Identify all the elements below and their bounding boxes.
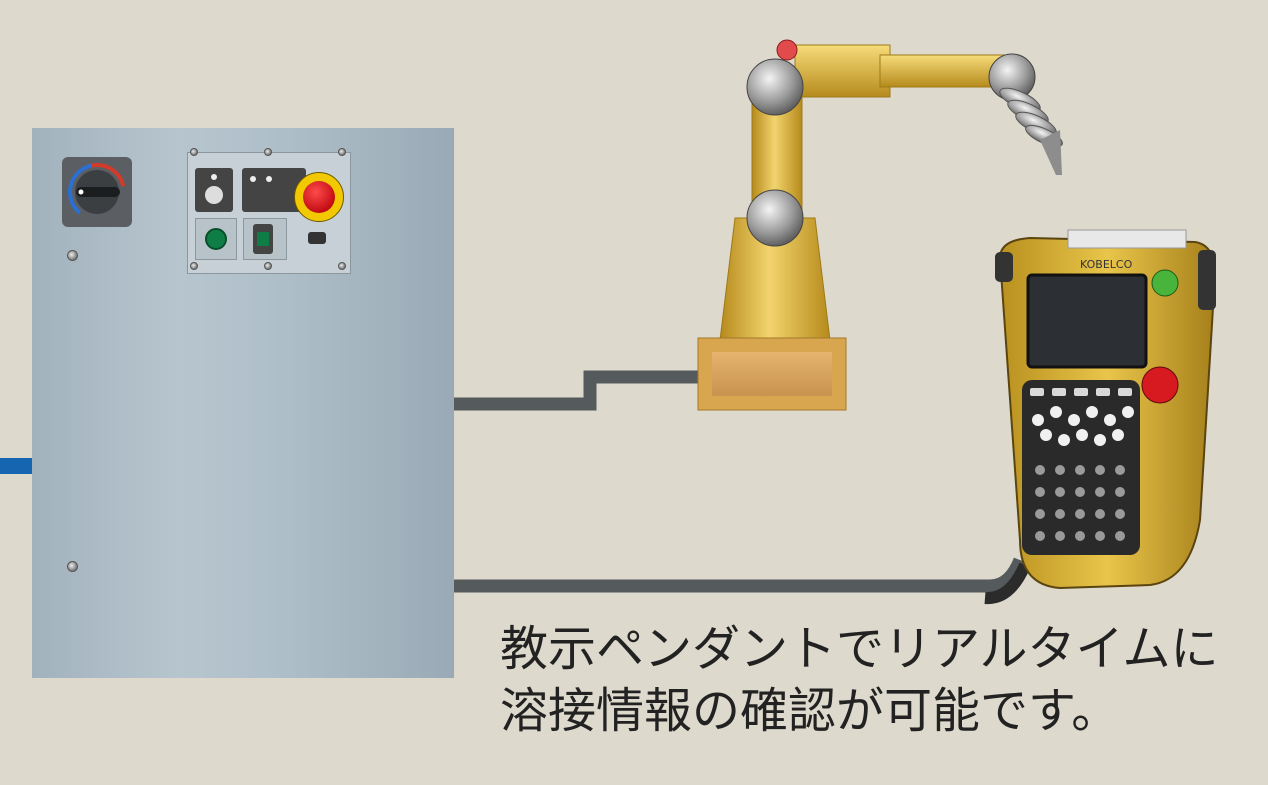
panel-screw — [338, 148, 346, 156]
panel-screw — [190, 148, 198, 156]
caption-line-2: 溶接情報の確認が可能です。 — [500, 683, 1120, 739]
emergency-stop-icon[interactable] — [294, 172, 344, 222]
pendant-stop-button[interactable] — [1141, 366, 1179, 404]
panel-screw — [190, 262, 198, 270]
cabinet-dial-icon[interactable] — [62, 157, 132, 227]
key-switch[interactable] — [195, 168, 233, 212]
start-button[interactable] — [205, 228, 227, 250]
pendant-brand-label: KOBELCO — [1080, 258, 1133, 271]
panel-screw — [338, 262, 346, 270]
power-switch[interactable] — [253, 224, 273, 254]
robot-cable — [454, 370, 700, 411]
panel-screw — [264, 148, 272, 156]
cabinet-screw — [67, 561, 78, 572]
caption-line-1: 教示ペンダントでリアルタイムに — [500, 621, 1219, 677]
pendant-green-button[interactable] — [1151, 269, 1179, 297]
pendant-cable — [454, 557, 1027, 593]
caption: 教示ペンダントでリアルタイムに 溶接情報の確認が可能です。 — [500, 618, 1240, 742]
cabinet-screw — [67, 250, 78, 261]
indicator-lamp — [308, 232, 326, 244]
external-connection-line — [0, 458, 34, 474]
panel-screw — [264, 262, 272, 270]
